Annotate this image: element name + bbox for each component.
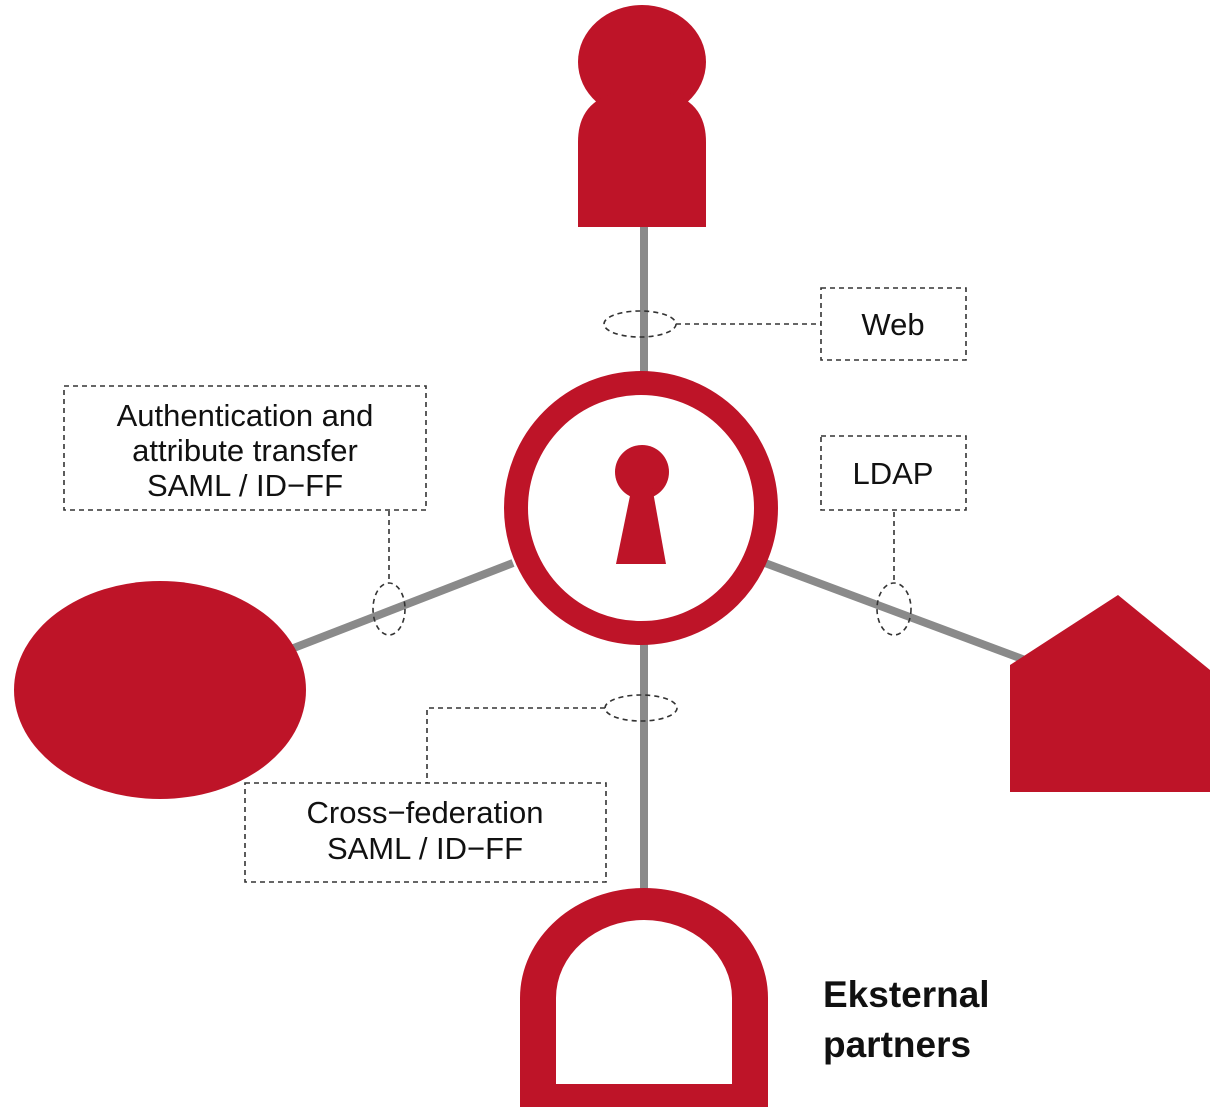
web-label: Web	[820, 287, 967, 361]
callout-leaders	[388, 323, 895, 783]
partner-label: Eksternal partners	[823, 974, 990, 1065]
connector-left	[284, 559, 515, 655]
person-icon	[578, 5, 706, 227]
auth-link-marker	[372, 582, 406, 636]
keyhole-icon	[504, 371, 778, 645]
cross-label-line-1: Cross−federation	[307, 795, 544, 830]
auth-label-line-1: Authentication and	[117, 398, 374, 433]
auth-label-box	[63, 385, 427, 511]
cross-leader	[426, 707, 605, 783]
partner-label-line-1: Eksternal	[823, 974, 990, 1015]
web-label-text: Web	[861, 307, 924, 342]
auth-label-line-3: SAML / ID−FF	[147, 468, 343, 503]
ldap-link-marker	[876, 582, 912, 636]
auth-label-line-2: attribute transfer	[132, 433, 358, 468]
keyhole-slot	[616, 486, 666, 564]
cross-label-line-2: SAML / ID−FF	[327, 831, 523, 866]
house-icon	[1010, 595, 1210, 792]
cross-label-box	[244, 782, 607, 883]
keyhole-top	[615, 445, 669, 499]
ldap-label-text: LDAP	[853, 456, 934, 491]
person-head	[578, 5, 706, 119]
circle-node-icon	[14, 581, 306, 799]
cross-label: Cross−federation SAML / ID−FF	[244, 782, 607, 883]
auth-label: Authentication and attribute transfer SA…	[63, 385, 427, 511]
partner-label-line-2: partners	[823, 1024, 971, 1065]
connector-right	[763, 559, 1027, 664]
ldap-label: LDAP	[820, 435, 967, 511]
arch-door-icon	[520, 888, 768, 1107]
ldap-label-box	[820, 435, 967, 511]
person-body	[578, 90, 706, 227]
web-label-box	[820, 287, 967, 361]
